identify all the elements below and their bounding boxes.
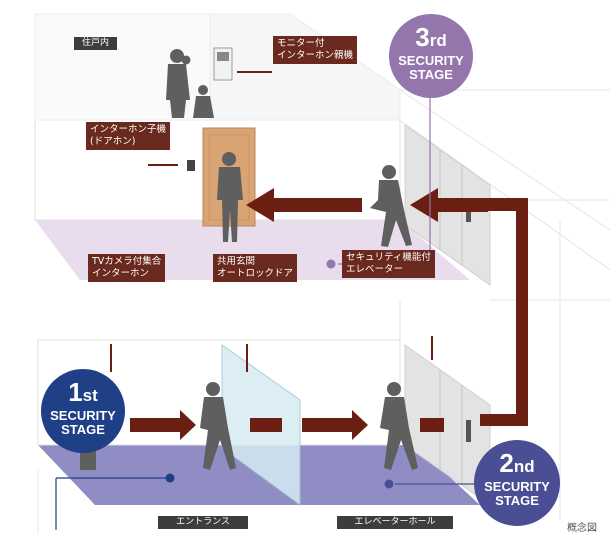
person-in-elevator-hall-silhouette <box>380 382 418 470</box>
shared-entrance-label: 共用玄関 オートロックドア <box>213 254 298 282</box>
person-leaving-elevator-silhouette <box>370 165 412 247</box>
security-elevator-label: セキュリティ機能付 エレベーター <box>342 250 435 278</box>
third-badge-line2: STAGE <box>409 67 453 82</box>
entrance-tag: エントランス <box>158 516 248 529</box>
monitor-intercom-label: モニター付 インターホン親機 <box>273 36 358 64</box>
tv-camera-intercom-label: TVカメラ付集合 インターホン <box>88 254 166 282</box>
resident-child-silhouette <box>193 85 214 118</box>
first-badge-suffix: st <box>82 386 98 405</box>
person-at-entrance-silhouette <box>200 382 236 470</box>
first-badge-line2: STAGE <box>61 422 105 437</box>
first-security-stage-badge: 1st SECURITY STAGE <box>41 369 125 453</box>
first-badge-number: 1 <box>68 377 83 407</box>
second-security-stage-badge: 2nd SECURITY STAGE <box>474 440 560 526</box>
resident-adult-silhouette <box>166 49 191 118</box>
residence-tag: 住戸内 <box>74 37 118 50</box>
third-badge-suffix: rd <box>429 31 447 50</box>
visitor-at-door-silhouette <box>217 152 243 242</box>
intercom-door-label: インターホン子機 (ドアホン) <box>86 122 171 150</box>
second-badge-suffix: nd <box>513 457 535 476</box>
concept-caption: 概念図 <box>567 523 597 533</box>
second-badge-line2: STAGE <box>495 493 539 508</box>
third-badge-number: 3 <box>415 22 430 52</box>
third-badge-line1: SECURITY <box>398 53 464 68</box>
first-badge-line1: SECURITY <box>50 408 116 423</box>
second-badge-number: 2 <box>499 448 514 478</box>
elevator-hall-tag: エレベーターホール <box>337 516 453 529</box>
second-badge-line1: SECURITY <box>484 479 550 494</box>
third-security-stage-badge: 3rd SECURITY STAGE <box>389 14 473 98</box>
